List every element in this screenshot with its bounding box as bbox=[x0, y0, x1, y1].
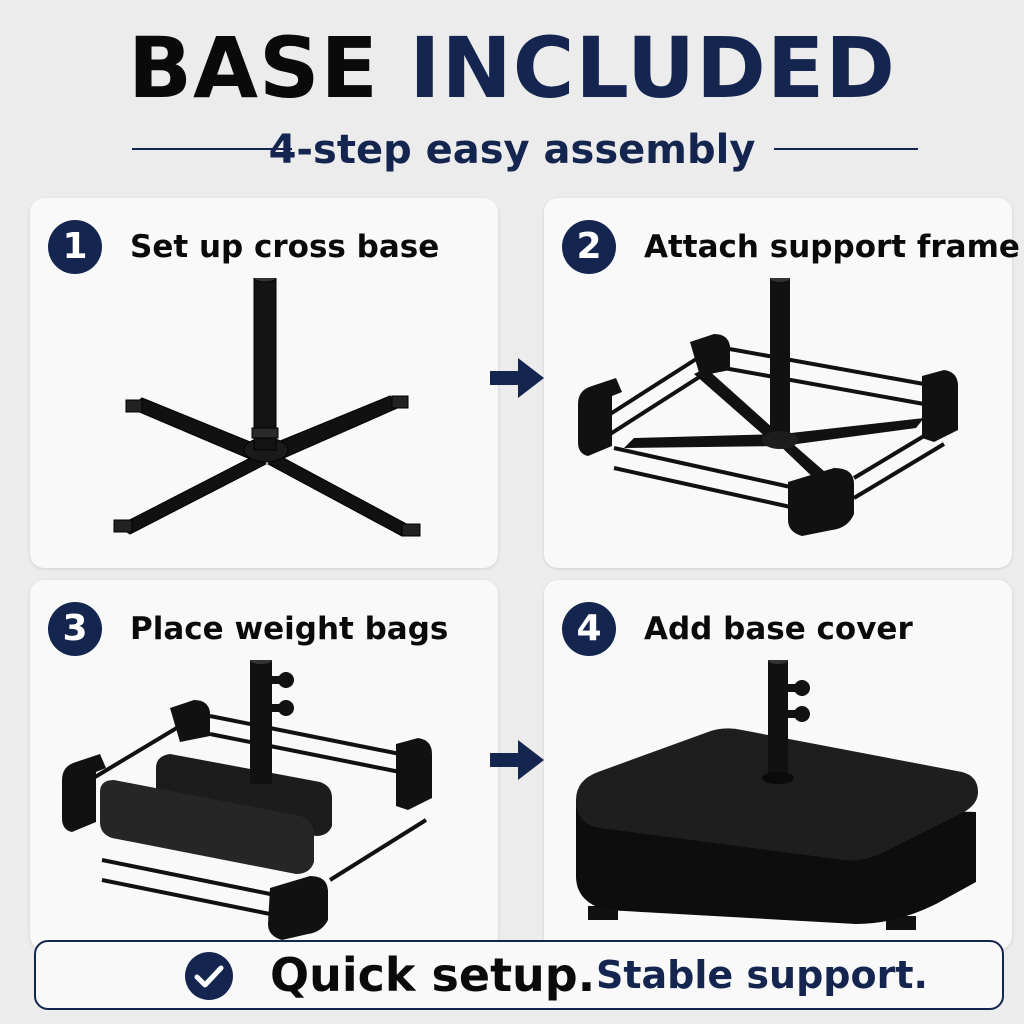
arrow-right-icon bbox=[490, 740, 544, 780]
cross-base-illustration bbox=[113, 278, 421, 537]
subtitle: 4-step easy assembly bbox=[268, 127, 756, 173]
step-number-badge: 1 bbox=[48, 220, 102, 274]
step-label: Attach support frame bbox=[644, 229, 1020, 265]
weight-bags-illustration bbox=[62, 660, 432, 940]
step-number-badge: 4 bbox=[562, 602, 616, 656]
footer-banner: Quick setup. Stable support. bbox=[34, 940, 1004, 1010]
step-panel-2: 2 Attach support frame bbox=[544, 198, 1020, 568]
title-word-base: BASE bbox=[128, 19, 379, 117]
subtitle-divider-right bbox=[774, 148, 918, 150]
subtitle-divider-left bbox=[132, 148, 292, 150]
subtitle-row: 4-step easy assembly bbox=[0, 122, 1024, 178]
base-cover-illustration bbox=[576, 660, 978, 930]
support-frame-illustration bbox=[578, 278, 958, 536]
step-panel-1: 1 Set up cross base bbox=[30, 198, 498, 568]
footer-text-stable-support: Stable support. bbox=[596, 953, 928, 997]
step-number-badge: 3 bbox=[48, 602, 102, 656]
step-panel-4: 4 Add base cover bbox=[544, 580, 1012, 950]
step-label: Set up cross base bbox=[130, 229, 440, 265]
arrow-right-icon bbox=[490, 358, 544, 398]
step-number-badge: 2 bbox=[562, 220, 616, 274]
step-label: Place weight bags bbox=[130, 611, 449, 647]
page-title: BASE INCLUDED bbox=[0, 22, 1024, 114]
step-label: Add base cover bbox=[644, 611, 913, 647]
step-panel-3: 3 Place weight bags bbox=[30, 580, 498, 950]
check-circle-icon bbox=[185, 952, 233, 1000]
footer-text-quick-setup: Quick setup. bbox=[270, 948, 596, 1002]
title-word-included: INCLUDED bbox=[409, 19, 896, 117]
